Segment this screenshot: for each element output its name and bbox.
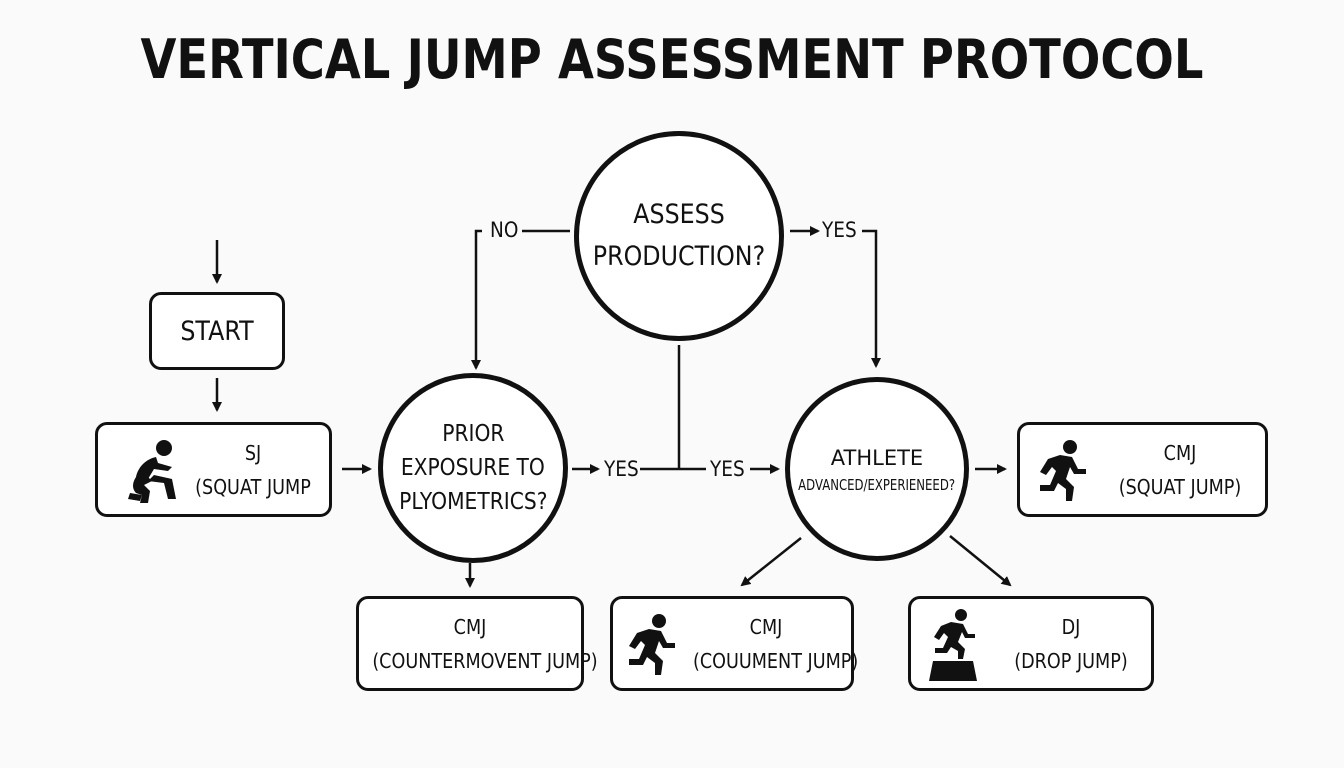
cmj-bottom-left-line2: (COUNTERMOVENT JUMP) [372, 649, 598, 673]
cmj-right-line1: CMJ [1163, 441, 1197, 465]
prior-line3: PLYOMETRICS? [398, 489, 548, 515]
cmj-bottom-mid-line1: CMJ [749, 615, 783, 639]
start-label: START [180, 316, 254, 347]
arrow-yes-to-athlete-top [862, 229, 881, 368]
squatting-person-icon [128, 440, 176, 503]
cmj-right-node: CMJ (SQUAT JUMP) [1017, 422, 1268, 517]
dj-node: DJ (DROP JUMP) [908, 596, 1154, 691]
running-person-icon [1040, 440, 1086, 501]
cmj-right-line2: (SQUAT JUMP) [1118, 475, 1242, 499]
prior-line2: EXPOSURE TO [400, 455, 546, 481]
assess-line2: PRODUCTION? [592, 241, 766, 272]
assess-line1: ASSESS [633, 199, 725, 230]
prior-line1: PRIOR [441, 421, 505, 447]
sj-node: SJ (SQUAT JUMP [95, 422, 332, 517]
dj-line2: (DROP JUMP) [1014, 649, 1128, 673]
arrow-athlete-to-dj [949, 535, 1012, 587]
cmj-bottom-mid-line2: (COUUMENT JUMP) [692, 649, 859, 673]
prior-exposure-decision: PRIOR EXPOSURE TO PLYOMETRICS? [378, 373, 568, 563]
arrow-no-to-prior [471, 229, 482, 370]
edge-label-yes-left: YES [604, 457, 639, 481]
diagram-title: VERTICAL JUMP ASSESSMENT PROTOCOL [140, 28, 1204, 91]
arrow-athlete-to-cmj-mid [740, 537, 802, 587]
athlete-line2: ADVANCED/EXPERIENEED? [798, 476, 956, 494]
start-node: START [149, 292, 285, 370]
cmj-bottom-left-line1: CMJ [453, 615, 487, 639]
cmj-countermovement-node: CMJ (COUNTERMOVENT JUMP) [356, 596, 598, 691]
sj-line2: (SQUAT JUMP [195, 475, 311, 499]
person-jumping-box-icon [929, 609, 977, 681]
edge-label-yes-top: YES [822, 218, 857, 242]
sj-line1: SJ [244, 441, 262, 465]
edge-label-no: NO [490, 218, 519, 242]
athlete-advanced-decision: ATHLETE ADVANCED/EXPERIENEED? [785, 377, 969, 561]
assess-production-decision: ASSESS PRODUCTION? [574, 131, 784, 341]
cmj-bottom-mid-node: CMJ (COUUMENT JUMP) [610, 596, 859, 691]
edge-label-yes-right: YES [710, 457, 745, 481]
dj-line1: DJ [1061, 615, 1081, 639]
running-person-icon [629, 614, 675, 675]
athlete-line1: ATHLETE [830, 446, 924, 470]
